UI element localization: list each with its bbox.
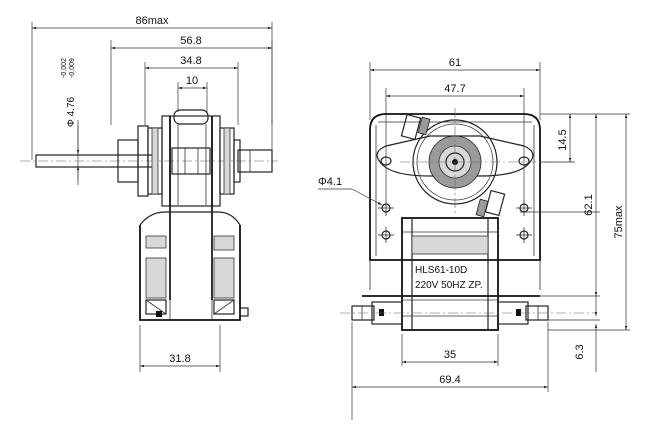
coil-model-label: HLS61-10D	[415, 265, 467, 276]
front-view: 61 47.7	[318, 57, 630, 420]
dim-shaft-offset-label: 14.5	[557, 129, 569, 150]
dim-shaft-offset: 14.5	[557, 114, 572, 162]
shading-coil-bottom	[475, 189, 506, 218]
side-view: 86max 56.8 34.8 10 Φ 4.76 -0.002 -0.009	[20, 15, 278, 372]
dim-terminal-height: 6.3	[574, 296, 598, 372]
dim-bracket-width: 31.8	[140, 353, 220, 368]
dim-coil-width-label: 35	[444, 349, 456, 361]
dim-hole-diameter: Φ4.1	[318, 176, 383, 206]
dim-front-width-label: 61	[449, 57, 461, 69]
dim-hole-spacing-label: 47.7	[444, 83, 465, 95]
dim-core-width-label: 10	[186, 75, 198, 87]
dim-body-width-label: 56.8	[180, 35, 201, 47]
stator-frame-lower	[139, 206, 249, 321]
dim-rotor-width-label: 34.8	[180, 55, 201, 67]
dim-hole-spacing: 47.7	[386, 83, 524, 98]
dim-shaft-tol-upper: -0.002	[61, 58, 68, 78]
dim-height-inner: 62.1	[583, 114, 598, 296]
bearing-bracket-left	[117, 125, 163, 197]
dim-rotor-width: 34.8	[145, 55, 238, 70]
dim-shaft-diameter: Φ 4.76 -0.002 -0.009	[61, 58, 80, 185]
dim-core-width: 10	[178, 75, 207, 90]
coil-rating-label: 220V 50HZ ZP.	[415, 280, 483, 291]
shading-coil-top	[400, 113, 431, 141]
dim-terminal-span: 69.4	[352, 374, 548, 389]
dim-height-overall-label: 75max	[613, 205, 625, 239]
dim-body-width: 56.8	[111, 35, 272, 50]
bearing-bracket-right	[219, 127, 241, 195]
dim-coil-width: 35	[402, 349, 498, 364]
dim-hole-diameter-label: Φ4.1	[318, 176, 342, 188]
dim-bracket-width-label: 31.8	[169, 353, 190, 365]
dim-overall-width-label: 86max	[135, 15, 169, 27]
dim-terminal-height-label: 6.3	[574, 344, 586, 359]
dim-terminal-span-label: 69.4	[439, 374, 460, 386]
dim-height-inner-label: 62.1	[583, 194, 595, 215]
dim-front-width: 61	[370, 57, 540, 72]
motor-shaft	[20, 149, 278, 173]
dim-overall-width: 86max	[32, 15, 272, 30]
dim-shaft-tol-lower: -0.009	[69, 58, 76, 78]
dim-height-overall: 75max	[613, 114, 628, 330]
dim-shaft-diameter-label: Φ 4.76	[66, 96, 77, 127]
stator-coil: HLS61-10D 220V 50HZ ZP.	[401, 217, 499, 331]
rotor-core	[161, 109, 221, 300]
